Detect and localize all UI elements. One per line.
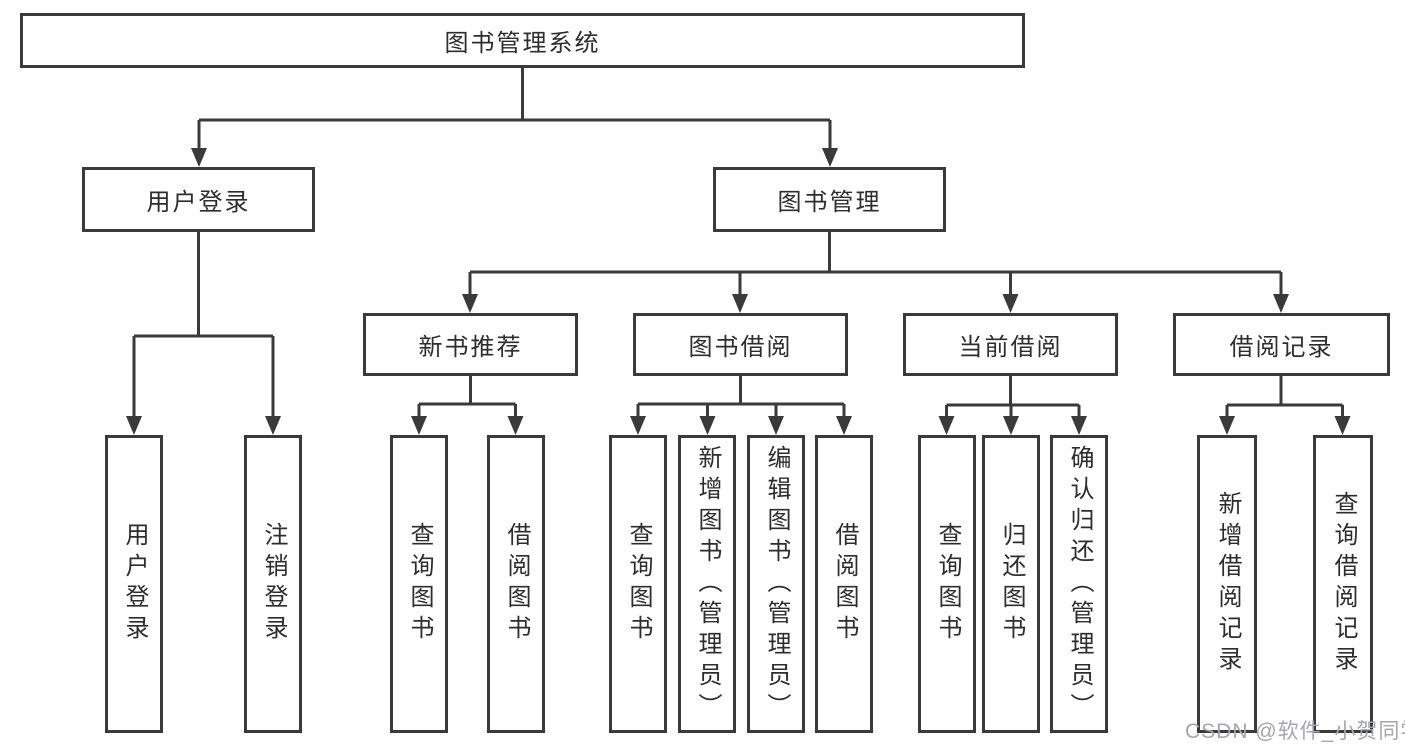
- node-borrow-records: 借阅记录: [1173, 313, 1390, 376]
- leaf-cb-query-books: 查询图书: [918, 435, 976, 733]
- node-book-management: 图书管理: [713, 167, 946, 232]
- leaf-logout-label: 注销登录: [260, 522, 287, 646]
- node-new-book-recommend-label: 新书推荐: [418, 334, 523, 361]
- leaf-br-add-borrow-record: 新增借阅记录: [1197, 435, 1257, 733]
- node-new-book-recommend: 新书推荐: [363, 313, 578, 376]
- leaf-user-login-label: 用户登录: [121, 522, 148, 646]
- connector-user-login: [132, 232, 275, 418]
- connector-current-borrow: [945, 376, 1081, 418]
- node-current-borrow-label: 当前借阅: [958, 334, 1063, 361]
- connector-root: [197, 68, 832, 150]
- node-root-label: 图书管理系统: [444, 30, 601, 57]
- node-root: 图书管理系统: [20, 13, 1025, 68]
- leaf-nbr-query-books-label: 查询图书: [406, 522, 433, 646]
- leaf-cb-confirm-return-admin-label: 确认归还（管理员）: [1066, 444, 1093, 724]
- connector-borrow-records: [1225, 376, 1344, 418]
- leaf-bb-add-book-admin-label: 新增图书（管理员）: [694, 444, 721, 724]
- leaf-bb-query-books: 查询图书: [609, 435, 667, 733]
- node-book-management-label: 图书管理: [777, 189, 882, 216]
- node-borrow-records-label: 借阅记录: [1229, 334, 1334, 361]
- leaf-cb-query-books-label: 查询图书: [934, 522, 961, 646]
- leaf-bb-borrow-books-label: 借阅图书: [831, 522, 858, 646]
- leaf-nbr-query-books: 查询图书: [390, 435, 448, 733]
- leaf-cb-return-book-label: 归还图书: [998, 522, 1025, 646]
- leaf-bb-borrow-books: 借阅图书: [815, 435, 873, 733]
- connector-book-management: [468, 232, 1283, 296]
- leaf-cb-confirm-return-admin: 确认归还（管理员）: [1050, 435, 1108, 733]
- node-book-borrow-label: 图书借阅: [688, 334, 793, 361]
- connector-book-borrow: [636, 376, 846, 418]
- node-user-login-label: 用户登录: [146, 189, 251, 216]
- leaf-br-query-borrow-record: 查询借阅记录: [1313, 435, 1373, 733]
- leaf-br-add-borrow-record-label: 新增借阅记录: [1214, 491, 1241, 677]
- leaf-nbr-borrow-books-label: 借阅图书: [503, 522, 530, 646]
- arrowheads: [126, 148, 1351, 435]
- leaf-nbr-borrow-books: 借阅图书: [487, 435, 545, 733]
- watermark: CSDN @软件_小贺同学: [1185, 720, 1405, 743]
- leaf-logout: 注销登录: [244, 435, 302, 733]
- leaf-bb-edit-book-admin: 编辑图书（管理员）: [747, 435, 805, 733]
- leaf-bb-query-books-label: 查询图书: [625, 522, 652, 646]
- leaf-cb-return-book: 归还图书: [982, 435, 1040, 733]
- node-user-login: 用户登录: [82, 167, 315, 232]
- connector-new-book-recommend: [417, 376, 517, 418]
- leaf-br-query-borrow-record-label: 查询借阅记录: [1330, 491, 1357, 677]
- leaf-bb-edit-book-admin-label: 编辑图书（管理员）: [763, 444, 790, 724]
- leaf-user-login: 用户登录: [105, 435, 163, 733]
- node-book-borrow: 图书借阅: [633, 313, 848, 376]
- leaf-bb-add-book-admin: 新增图书（管理员）: [678, 435, 736, 733]
- node-current-borrow: 当前借阅: [903, 313, 1118, 376]
